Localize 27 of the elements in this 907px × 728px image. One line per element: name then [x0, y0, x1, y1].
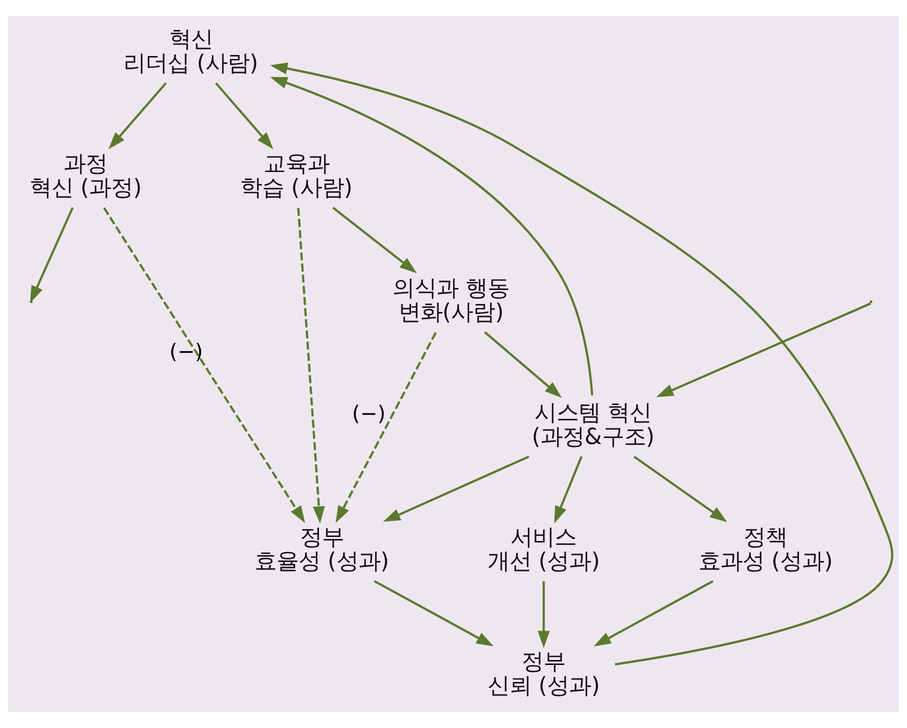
arrow — [270, 77, 594, 396]
edge-label: (−) — [352, 402, 386, 426]
arrow — [103, 207, 306, 524]
node-text: 정책 효과성 (성과) — [698, 524, 833, 575]
node-text: 혁신 리더십 (사람) — [124, 26, 258, 77]
arrow — [374, 580, 494, 646]
edge-label: (−) — [169, 339, 203, 364]
arrow — [383, 456, 530, 522]
node-text: 서비스 개선 (성과) — [487, 524, 600, 575]
node-text: 정부 신뢰 (성과) — [487, 649, 600, 700]
arrow — [554, 456, 582, 524]
arrow — [215, 82, 274, 150]
node-text: 교육과 학습 (사람) — [240, 151, 353, 202]
arrow — [656, 302, 872, 398]
arrow — [633, 456, 728, 522]
arrow — [332, 206, 417, 274]
node-text: 시스템 혁신 (과정&구조) — [532, 400, 655, 450]
node-text: 의식과 행동 변화(사람) — [392, 276, 510, 326]
arrow — [538, 581, 550, 648]
node-text: 과정 혁신 (과정) — [29, 151, 142, 202]
arrow — [270, 62, 894, 666]
arrow — [594, 580, 714, 646]
arrow — [336, 332, 437, 524]
node-text: 정부 효율성 (성과) — [254, 524, 390, 575]
arrow — [484, 331, 562, 398]
arrow — [108, 82, 167, 150]
arrow — [297, 208, 325, 524]
